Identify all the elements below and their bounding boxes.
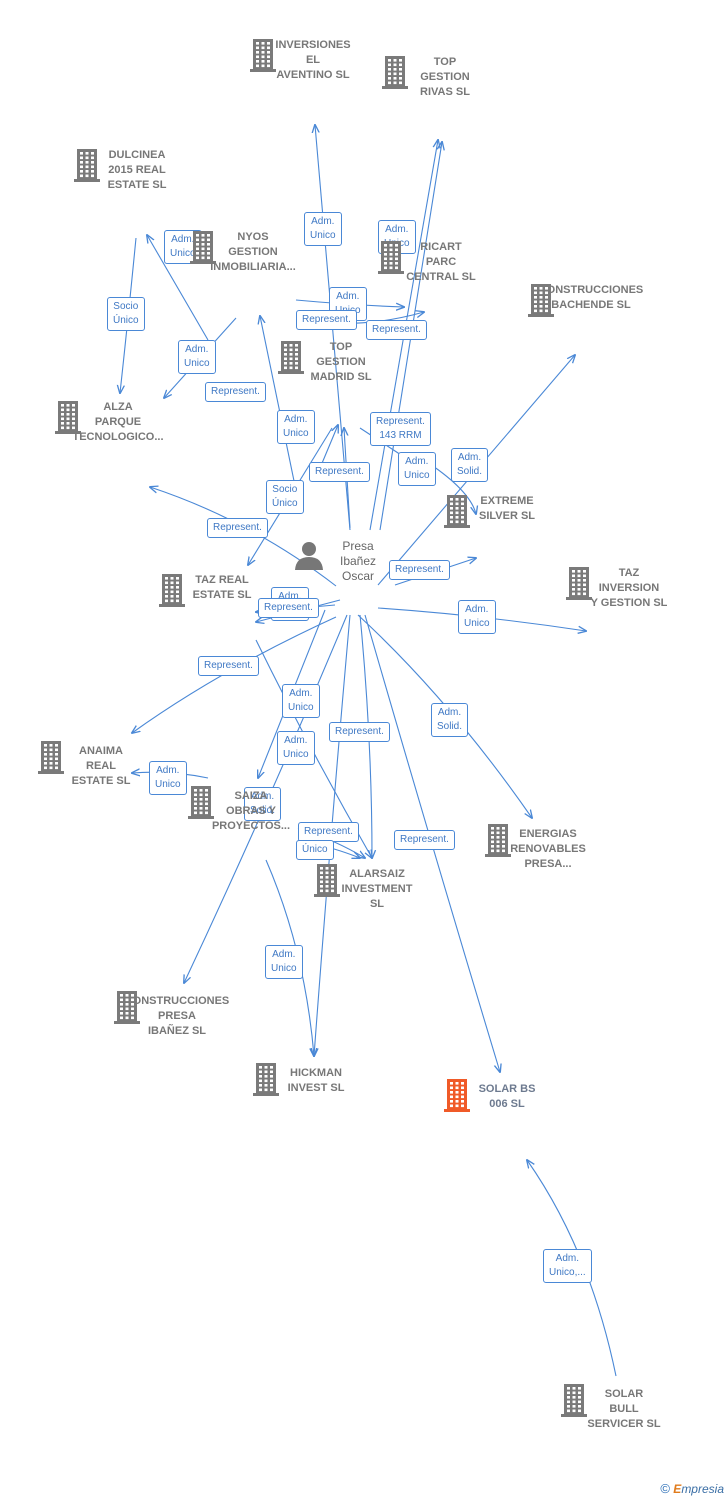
node-label: SOLAR BULL SERVICER SL: [587, 1388, 661, 1430]
building-icon: [382, 56, 408, 89]
node-label: CONSTRUCCIONES PRESA IBAÑEZ SL: [124, 995, 230, 1037]
edge-person-to-dulcinea: [147, 235, 209, 341]
empresia-brand[interactable]: © Empresia: [660, 1481, 724, 1496]
node-label: TAZ INVERSION Y GESTION SL: [590, 567, 668, 609]
building-icon: [188, 786, 214, 819]
node-label: ANAIMA REAL ESTATE SL: [71, 745, 131, 787]
building-icon: [566, 567, 592, 600]
node-dulcinea[interactable]: DULCINEA 2015 REAL ESTATE SL: [72, 148, 202, 197]
edge-label[interactable]: Represent.: [389, 560, 450, 580]
node-label: EXTREME SILVER SL: [478, 495, 536, 522]
brand-first-letter: E: [673, 1482, 682, 1496]
edge-label[interactable]: Represent.: [258, 598, 319, 618]
edge-label[interactable]: Adm. Unico: [149, 761, 187, 795]
edge-label[interactable]: Socio Único: [266, 480, 304, 514]
building-icon: [38, 741, 64, 774]
edge-label[interactable]: Socio Único: [107, 297, 145, 331]
node-label: NYOS GESTION INMOBILIARIA...: [210, 231, 296, 273]
node-label: SOLAR BS 006 SL: [478, 1083, 536, 1110]
node-label: ALZA PARQUE TECNOLOGICO...: [72, 401, 164, 443]
node-bachende[interactable]: CONSTRUCCIONES BACHENDE SL: [526, 283, 656, 317]
building-icon: [253, 1063, 279, 1096]
person-icon: [295, 542, 323, 570]
node-person[interactable]: Presa Ibañez Oscar: [293, 539, 423, 588]
node-label: Presa Ibañez Oscar: [339, 539, 377, 583]
node-label: DULCINEA 2015 REAL ESTATE SL: [107, 149, 167, 191]
edge-label[interactable]: Represent.: [394, 830, 455, 850]
node-label: HICKMAN INVEST SL: [287, 1067, 345, 1094]
edge-label[interactable]: Adm. Unico,...: [543, 1249, 592, 1283]
building-icon: [74, 149, 100, 182]
node-saiza[interactable]: SAIZA OBRAS Y PROYECTOS...: [186, 785, 316, 834]
building-icon: [114, 991, 140, 1024]
edge-label[interactable]: Represent. 143 RRM: [370, 412, 431, 446]
building-icon: [278, 341, 304, 374]
building-icon: [444, 495, 470, 528]
node-label: INVERSIONES EL AVENTINO SL: [275, 39, 351, 81]
node-taz-real[interactable]: TAZ REAL ESTATE SL: [157, 573, 287, 607]
edge-label[interactable]: Represent.: [207, 518, 268, 538]
node-extreme[interactable]: EXTREME SILVER SL: [442, 494, 572, 528]
node-alarsaiz[interactable]: ALARSAIZ INVESTMENT SL: [312, 863, 442, 912]
node-label: RICART PARC CENTRAL SL: [406, 241, 476, 283]
node-label: SAIZA OBRAS Y PROYECTOS...: [211, 790, 291, 832]
node-label: CONSTRUCCIONES BACHENDE SL: [538, 284, 644, 311]
node-ricart[interactable]: RICART PARC CENTRAL SL: [376, 240, 506, 289]
node-solar-bull[interactable]: SOLAR BULL SERVICER SL: [559, 1383, 689, 1432]
building-icon: [55, 401, 81, 434]
node-solar-bs[interactable]: SOLAR BS 006 SL: [442, 1078, 572, 1112]
edge-label[interactable]: Adm. Unico: [304, 212, 342, 246]
node-label: TOP GESTION RIVAS SL: [420, 56, 470, 98]
node-aventino[interactable]: INVERSIONES EL AVENTINO SL: [248, 38, 378, 87]
building-icon: [528, 284, 554, 317]
node-hickman[interactable]: HICKMAN INVEST SL: [251, 1062, 381, 1096]
building-icon: [561, 1384, 587, 1417]
node-energias[interactable]: ENERGIAS RENOVABLES PRESA...: [483, 823, 613, 872]
building-icon: [314, 864, 340, 897]
brand-rest: mpresia: [681, 1482, 724, 1496]
copyright-symbol: ©: [660, 1481, 670, 1496]
node-cpresa[interactable]: CONSTRUCCIONES PRESA IBAÑEZ SL: [112, 990, 242, 1039]
edge-label[interactable]: Adm. Unico: [178, 340, 216, 374]
node-label: TAZ REAL ESTATE SL: [192, 574, 252, 601]
edge-label[interactable]: Adm. Unico: [458, 600, 496, 634]
node-anaima[interactable]: ANAIMA REAL ESTATE SL: [36, 740, 166, 789]
edge-label[interactable]: Represent.: [205, 382, 266, 402]
building-icon: [250, 39, 276, 72]
node-gestion-madrid[interactable]: TOP GESTION MADRID SL: [276, 340, 406, 389]
edge-label[interactable]: Represent.: [198, 656, 259, 676]
node-label: ENERGIAS RENOVABLES PRESA...: [510, 828, 586, 870]
edge-label[interactable]: Represent.: [366, 320, 427, 340]
building-icon: [190, 231, 216, 264]
edge-label[interactable]: Adm. Unico: [277, 731, 315, 765]
node-taz-inv[interactable]: TAZ INVERSION Y GESTION SL: [564, 566, 694, 615]
edge-label[interactable]: Adm. Unico: [277, 410, 315, 444]
edge-label[interactable]: Adm. Unico: [282, 684, 320, 718]
building-icon: [444, 1079, 470, 1112]
edge-label[interactable]: Adm. Unico: [265, 945, 303, 979]
edge-label[interactable]: Adm. Solid.: [244, 787, 282, 821]
node-gestion-rivas[interactable]: TOP GESTION RIVAS SL: [380, 55, 510, 104]
building-icon: [378, 241, 404, 274]
edge-label[interactable]: Único: [296, 840, 334, 860]
edge-label[interactable]: Represent.: [329, 722, 390, 742]
edge-label[interactable]: Adm. Solid.: [431, 703, 469, 737]
building-icon: [159, 574, 185, 607]
edge-label[interactable]: Represent.: [309, 462, 370, 482]
edge-label[interactable]: Represent.: [296, 310, 357, 330]
building-icon: [485, 824, 511, 857]
node-label: TOP GESTION MADRID SL: [310, 341, 372, 383]
node-nyos[interactable]: NYOS GESTION INMOBILIARIA...: [188, 230, 318, 279]
edge-label[interactable]: Adm. Unico: [398, 452, 436, 486]
node-alza[interactable]: ALZA PARQUE TECNOLOGICO...: [53, 400, 183, 449]
node-label: ALARSAIZ INVESTMENT SL: [341, 868, 413, 910]
edge-label[interactable]: Adm. Solid.: [451, 448, 489, 482]
